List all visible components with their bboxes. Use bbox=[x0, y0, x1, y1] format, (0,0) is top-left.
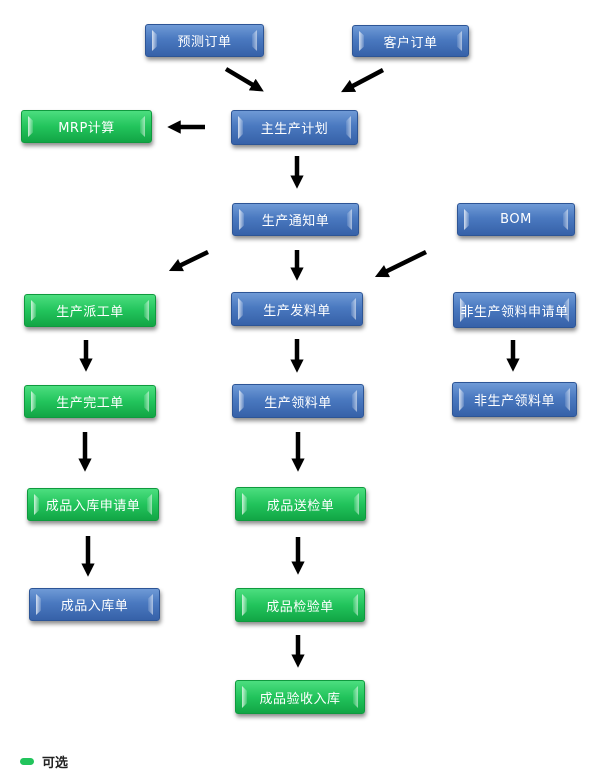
node-prod-issue: 生产发料单 bbox=[231, 292, 363, 326]
node-forecast-order: 预测订单 bbox=[145, 24, 264, 57]
node-fg-inspect-send: 成品送检单 bbox=[235, 487, 366, 521]
node-nonprod-request: 非生产领料申请单 bbox=[453, 292, 576, 328]
node-prod-complete: 生产完工单 bbox=[24, 385, 156, 418]
arrow-bom-to-issue bbox=[374, 249, 427, 278]
arrow-forecast-to-master bbox=[224, 67, 264, 92]
node-master-plan: 主生产计划 bbox=[231, 110, 358, 145]
node-prod-dispatch: 生产派工单 bbox=[24, 294, 156, 327]
legend-swatch bbox=[20, 758, 34, 765]
legend: 可选 bbox=[20, 752, 68, 771]
node-fg-accept-stockin: 成品验收入库 bbox=[235, 680, 365, 714]
node-fg-inspection: 成品检验单 bbox=[235, 588, 365, 622]
node-customer-order: 客户订单 bbox=[352, 25, 469, 57]
node-nonprod-requisition: 非生产领料单 bbox=[452, 382, 577, 417]
node-prod-requisition: 生产领料单 bbox=[232, 384, 364, 418]
arrow-customer-to-master bbox=[341, 68, 385, 93]
arrow-notice-to-dispatch bbox=[168, 249, 209, 272]
node-prod-notice: 生产通知单 bbox=[232, 203, 359, 236]
node-mrp-calc: MRP计算 bbox=[21, 110, 152, 143]
node-bom: BOM bbox=[457, 203, 575, 236]
legend-label: 可选 bbox=[42, 756, 69, 771]
node-fg-stockin: 成品入库单 bbox=[29, 588, 160, 621]
node-fg-stockin-request: 成品入库申请单 bbox=[27, 488, 159, 521]
